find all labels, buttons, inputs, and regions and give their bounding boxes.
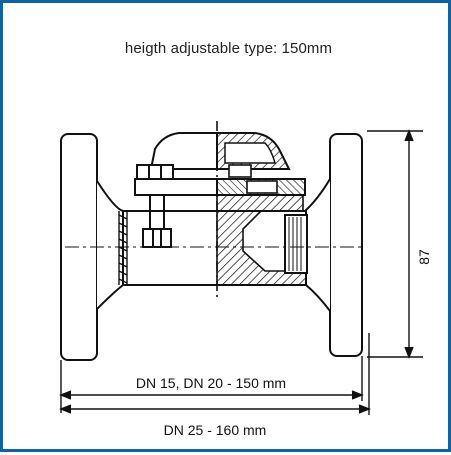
steam-trap-technical-drawing: 87 DN 15, DN 20 - 150 mm DN 25 - 160 mm [59, 121, 432, 438]
height-dimension [367, 129, 423, 359]
bolt-nut-bottom [142, 228, 172, 248]
right-flange [329, 133, 363, 357]
thread-lines [288, 217, 302, 271]
length-large-label: DN 25 - 160 mm [164, 422, 267, 438]
bolt-nut-top [136, 164, 174, 180]
height-dimension-label: 87 [416, 249, 432, 265]
seat-section [216, 194, 307, 286]
outlet-thread [284, 214, 308, 274]
weld-bead [118, 211, 128, 285]
length-small-label: DN 15, DN 20 - 150 mm [136, 375, 286, 391]
length-dimension-large [59, 333, 371, 415]
figure-caption: heigth adjustable type: 150mm [124, 40, 333, 57]
right-neck [305, 178, 331, 312]
length-dimension-small [59, 356, 364, 413]
cap-left [149, 132, 218, 170]
